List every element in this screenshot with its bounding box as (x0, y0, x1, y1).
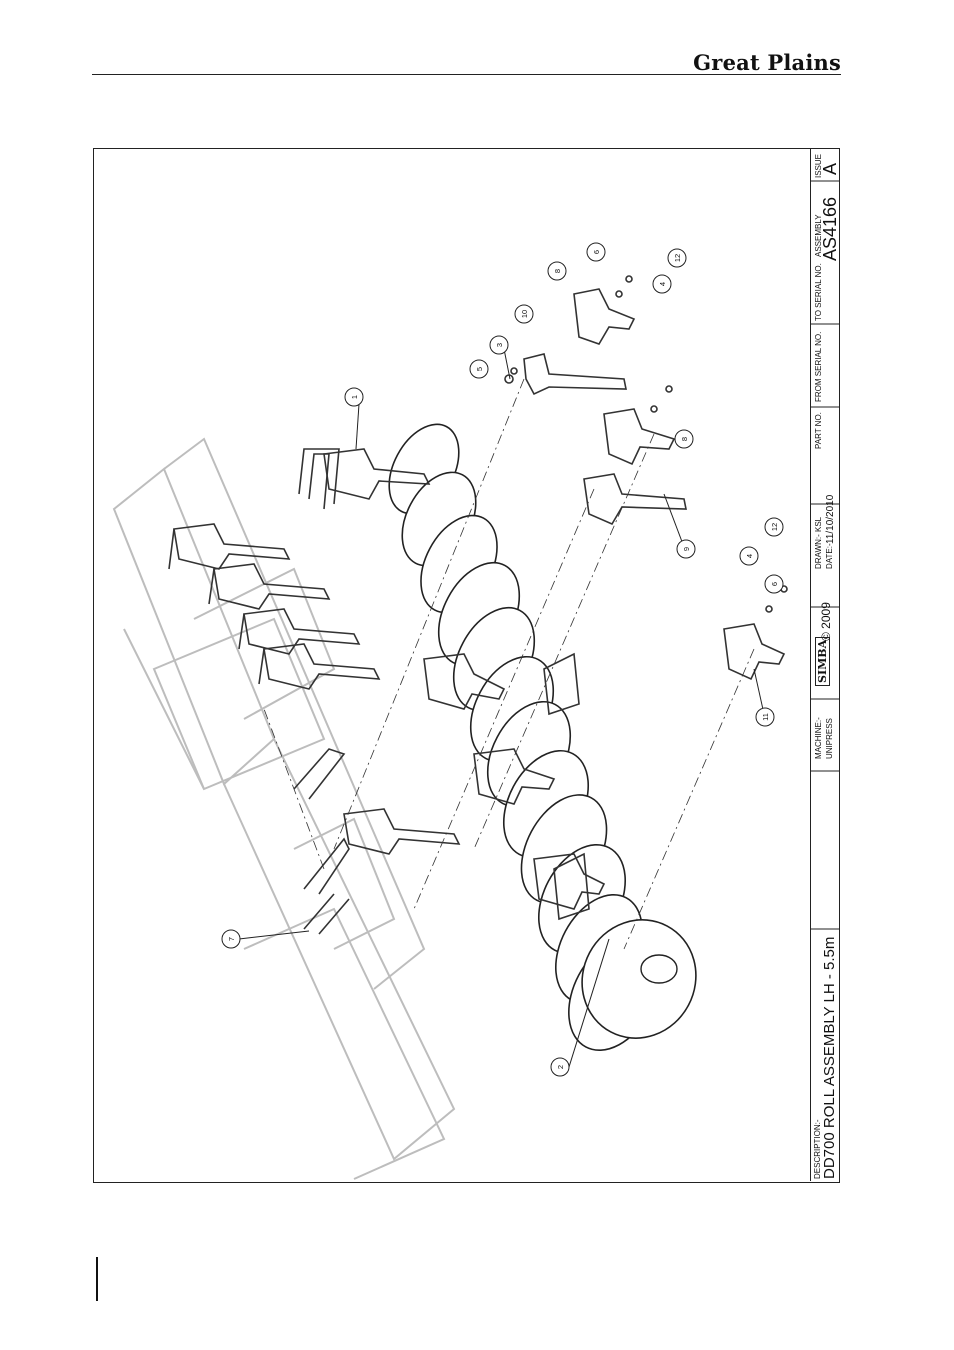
date-label: DATE:- (825, 543, 834, 569)
callout-label-8b: 8 (680, 437, 689, 441)
drawn-label: DRAWN:- (814, 534, 823, 569)
brand-logo: Great Plains (693, 50, 841, 75)
description-value: DD700 ROLL ASSEMBLY LH - 5.5m (821, 937, 838, 1179)
callout-label-11: 11 (761, 713, 770, 721)
simba-logo: SIMBA (815, 637, 830, 686)
exploded-parts (505, 276, 787, 679)
exploded-assembly-drawing: 1 2 3 4 4 5 6 6 7 8 8 9 10 11 12 12 (94, 149, 810, 1181)
issue-value: A (820, 163, 841, 175)
date-value: 11/10/2010 (825, 495, 836, 544)
callout-label-3: 3 (495, 343, 504, 347)
callout-label-9: 9 (682, 547, 691, 551)
title-block: DESCRIPTION:- DD700 ROLL ASSEMBLY LH - 5… (810, 149, 839, 1181)
callout-label-8: 8 (553, 269, 562, 273)
callout-label-5: 5 (475, 367, 484, 371)
callout-label-6: 6 (592, 250, 601, 254)
callout-label-6b: 6 (770, 582, 779, 586)
callout-label-12b: 12 (770, 523, 779, 531)
to-serial-label: TO SERIAL NO. (814, 263, 823, 321)
callout-label-2: 2 (556, 1065, 565, 1069)
callout-label-7: 7 (227, 937, 236, 941)
header-rule (92, 74, 841, 75)
callout-label-1: 1 (350, 395, 359, 399)
machine-label: MACHINE:- (814, 717, 823, 759)
drawing-sheet: 1 2 3 4 4 5 6 6 7 8 8 9 10 11 12 12 (93, 148, 840, 1183)
frame-brackets (169, 524, 459, 854)
roll-discs (375, 413, 717, 1066)
from-serial-label: FROM SERIAL NO. (814, 332, 823, 402)
callout-label-10: 10 (520, 310, 529, 318)
machine-value: UNIPRESS (825, 718, 834, 759)
drawn-value: KSL (814, 517, 823, 532)
callout-label-4: 4 (658, 282, 667, 286)
part-no-label: PART NO. (814, 412, 823, 449)
callout-label-12: 12 (673, 254, 682, 262)
callout-label-4b: 4 (745, 554, 754, 558)
footer-bar (96, 1257, 98, 1301)
assembly-value: AS4166 (820, 197, 841, 261)
copyright: © 2009 (819, 602, 833, 641)
